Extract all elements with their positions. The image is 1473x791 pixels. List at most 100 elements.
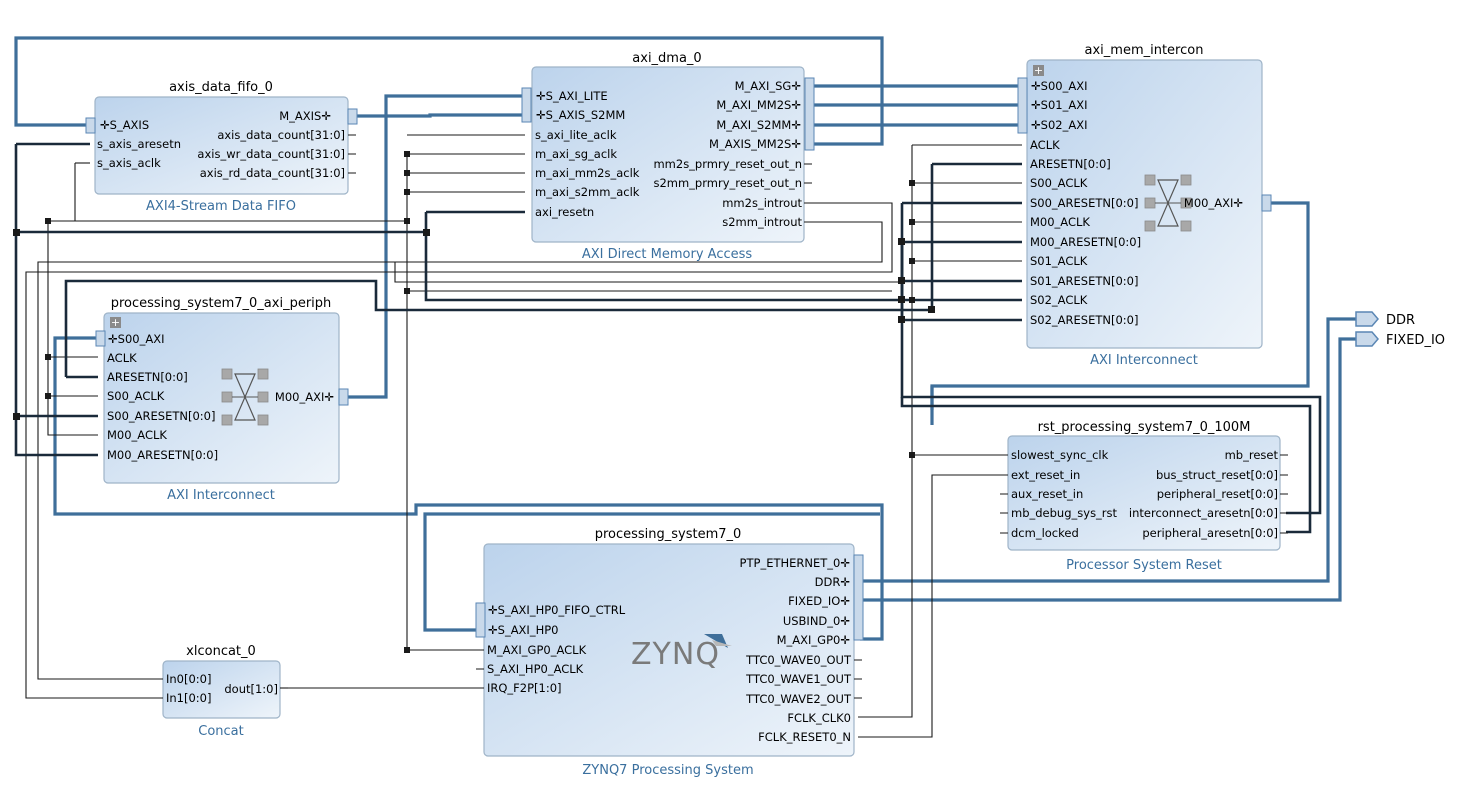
expand-icon[interactable] <box>110 317 121 328</box>
pin-s-axis-s2mm[interactable]: ✛S_AXIS_S2MM <box>536 108 625 122</box>
block-axi-mem-intercon[interactable]: axi_mem_intercon AXI Interconnect + ✛S00… <box>1017 43 1272 368</box>
pin-ddr[interactable]: DDR✛ <box>815 575 850 589</box>
pin-mm2s-prmry-reset-out-n[interactable]: mm2s_prmry_reset_out_n <box>653 157 802 171</box>
pin-axis-data-count[interactable]: axis_data_count[31:0] <box>217 128 345 142</box>
block-body[interactable] <box>531 66 805 243</box>
wire-periph-m00-to-dma-lite[interactable] <box>345 94 522 399</box>
pin-dout[interactable]: dout[1:0] <box>224 682 278 696</box>
pin-s00-aclk[interactable]: S00_ACLK <box>1030 176 1088 190</box>
pin-peripheral-reset[interactable]: peripheral_reset[0:0] <box>1157 487 1278 501</box>
pin-aclk[interactable]: ACLK <box>107 351 137 365</box>
wire-fifo-maxis-to-dma-s2mm[interactable] <box>355 113 522 118</box>
pin-s01-aclk[interactable]: S01_ACLK <box>1030 254 1088 268</box>
pin-s-axi-hp0[interactable]: ✛S_AXI_HP0 <box>488 623 558 637</box>
pin-m00-aclk[interactable]: M00_ACLK <box>1030 215 1090 229</box>
pin-m-axi-mm2s-aclk[interactable]: m_axi_mm2s_aclk <box>535 166 640 180</box>
pin-mm2s-introut[interactable]: mm2s_introut <box>722 196 802 210</box>
pin-s2mm-prmry-reset-out-n[interactable]: s2mm_prmry_reset_out_n <box>653 176 802 190</box>
pin-fclk-reset0-n[interactable]: FCLK_RESET0_N <box>758 730 851 744</box>
bus-port-icon[interactable] <box>95 330 106 347</box>
bus-port-icon[interactable] <box>475 602 486 638</box>
pin-s00-aresetn[interactable]: S00_ARESETN[0:0] <box>1030 196 1138 210</box>
pin-axi-resetn[interactable]: axi_resetn <box>535 205 594 219</box>
pin-m00-aresetn[interactable]: M00_ARESETN[0:0] <box>107 448 218 462</box>
pin-mb-reset[interactable]: mb_reset <box>1225 448 1279 462</box>
pin-m-axis-mm2s[interactable]: M_AXIS_MM2S✛ <box>709 137 801 151</box>
wire-ps7-gp0-to-periph-s00[interactable] <box>53 336 884 641</box>
pin-m-axi-sg[interactable]: M_AXI_SG✛ <box>735 79 801 93</box>
pin-ptp-ethernet-0[interactable]: PTP_ETHERNET_0✛ <box>740 556 850 570</box>
pin-s00-aresetn[interactable]: S00_ARESETN[0:0] <box>107 409 215 423</box>
pin-ttc0-wave1-out[interactable]: TTC0_WAVE1_OUT <box>745 672 852 686</box>
block-axis-data-fifo[interactable]: axis_data_fifo_0 AXI4-Stream Data FIFO ✛… <box>85 80 358 214</box>
pin-axis-wr-data-count[interactable]: axis_wr_data_count[31:0] <box>197 147 345 161</box>
block-body[interactable] <box>94 96 349 195</box>
pin-ext-reset-in[interactable]: ext_reset_in <box>1011 468 1080 482</box>
block-ps7-axi-periph[interactable]: processing_system7_0_axi_periph AXI Inte… <box>95 296 349 503</box>
pin-axis-rd-data-count[interactable]: axis_rd_data_count[31:0] <box>200 166 345 180</box>
pin-fixed-io[interactable]: FIXED_IO✛ <box>788 594 850 608</box>
pin-s-axis[interactable]: ✛S_AXIS <box>100 118 149 132</box>
pin-ttc0-wave2-out[interactable]: TTC0_WAVE2_OUT <box>745 692 852 706</box>
pin-s00-aclk[interactable]: S00_ACLK <box>107 389 165 403</box>
pin-interconnect-aresetn[interactable]: interconnect_aresetn[0:0] <box>1129 506 1278 520</box>
wire-mem-m00-to-ps7-hp0[interactable] <box>930 201 1310 425</box>
pin-s00-axi[interactable]: ✛S00_AXI <box>1031 79 1087 93</box>
pin-aresetn[interactable]: ARESETN[0:0] <box>1030 157 1111 171</box>
pin-s01-axi[interactable]: ✛S01_AXI <box>1031 98 1087 112</box>
bus-port-icon[interactable] <box>347 108 358 125</box>
bus-port-icon[interactable] <box>1017 77 1028 134</box>
bus-port-icon[interactable] <box>853 554 864 641</box>
pin-s-axi-lite[interactable]: ✛S_AXI_LITE <box>536 89 608 103</box>
pin-m-axi-s2mm-aclk[interactable]: m_axi_s2mm_aclk <box>535 185 640 199</box>
block-ps7[interactable]: processing_system7_0 ZYNQ7 Processing Sy… <box>475 527 864 778</box>
pin-dcm-locked[interactable]: dcm_locked <box>1011 526 1079 540</box>
pin-s02-aclk[interactable]: S02_ACLK <box>1030 293 1088 307</box>
bus-port-icon[interactable] <box>521 87 532 123</box>
pin-m-axi-gp0-aclk[interactable]: M_AXI_GP0_ACLK <box>487 643 587 657</box>
pin-s-axis-aresetn[interactable]: s_axis_aresetn <box>97 137 181 151</box>
pin-slowest-sync-clk[interactable]: slowest_sync_clk <box>1011 448 1109 462</box>
pin-m00-aresetn[interactable]: M00_ARESETN[0:0] <box>1030 235 1141 249</box>
pin-s01-aresetn[interactable]: S01_ARESETN[0:0] <box>1030 274 1138 288</box>
pin-s-axi-hp0-fifo-ctrl[interactable]: ✛S_AXI_HP0_FIFO_CTRL <box>488 603 626 617</box>
pin-s-axi-hp0-aclk[interactable]: S_AXI_HP0_ACLK <box>487 662 584 676</box>
expand-icon[interactable] <box>1033 65 1044 76</box>
pin-m-axi-s2mm[interactable]: M_AXI_S2MM✛ <box>716 118 801 132</box>
block-body[interactable] <box>1007 435 1281 551</box>
block-axi-dma[interactable]: axi_dma_0 AXI Direct Memory Access ✛S_AX… <box>521 51 815 262</box>
external-port-fixed-io[interactable]: FIXED_IO <box>1355 331 1445 348</box>
pin-m-axi-mm2s[interactable]: M_AXI_MM2S✛ <box>716 98 801 112</box>
pin-m-axis[interactable]: M_AXIS✛ <box>279 109 331 123</box>
wire-fixed-io[interactable] <box>860 337 1356 602</box>
pin-m00-axi[interactable]: M00_AXI✛ <box>275 390 334 404</box>
pin-in0[interactable]: In0[0:0] <box>166 672 211 686</box>
pin-m-axi-gp0[interactable]: M_AXI_GP0✛ <box>777 633 850 647</box>
pin-aux-reset-in[interactable]: aux_reset_in <box>1011 487 1083 501</box>
pin-in1[interactable]: In1[0:0] <box>166 691 211 705</box>
pin-ttc0-wave0-out[interactable]: TTC0_WAVE0_OUT <box>745 653 852 667</box>
wire-dma-mm2s-to-fifo-saxis[interactable] <box>14 36 884 146</box>
pin-aclk[interactable]: ACLK <box>1030 138 1060 152</box>
pin-peripheral-aresetn[interactable]: peripheral_aresetn[0:0] <box>1142 526 1278 540</box>
pin-irq-f2p[interactable]: IRQ_F2P[1:0] <box>487 681 562 695</box>
pin-fclk-clk0[interactable]: FCLK_CLK0 <box>787 711 851 725</box>
bus-port-icon[interactable] <box>804 77 815 151</box>
pin-m00-axi[interactable]: M00_AXI✛ <box>1184 196 1243 210</box>
pin-bus-struct-reset[interactable]: bus_struct_reset[0:0] <box>1156 468 1278 482</box>
wire-ddr[interactable] <box>860 317 1356 583</box>
wire-hp0-loop[interactable] <box>423 512 880 632</box>
pin-usbind-0[interactable]: USBIND_0✛ <box>783 614 850 628</box>
block-xlconcat[interactable]: xlconcat_0 Concat In0[0:0] In1[0:0] dout… <box>155 644 288 739</box>
pin-s02-aresetn[interactable]: S02_ARESETN[0:0] <box>1030 313 1138 327</box>
bus-port-icon[interactable] <box>85 117 96 134</box>
pin-m-axi-sg-aclk[interactable]: m_axi_sg_aclk <box>535 147 617 161</box>
pin-s00-axi[interactable]: ✛S00_AXI <box>108 332 164 346</box>
pin-mb-debug-sys-rst[interactable]: mb_debug_sys_rst <box>1011 506 1118 520</box>
pin-s-axi-lite-aclk[interactable]: s_axi_lite_aclk <box>535 128 617 142</box>
pin-aresetn[interactable]: ARESETN[0:0] <box>107 370 188 384</box>
pin-s-axis-aclk[interactable]: s_axis_aclk <box>97 156 161 170</box>
bus-port-icon[interactable] <box>338 388 349 406</box>
block-rst-ps7[interactable]: rst_processing_system7_0_100M Processor … <box>1000 420 1288 573</box>
